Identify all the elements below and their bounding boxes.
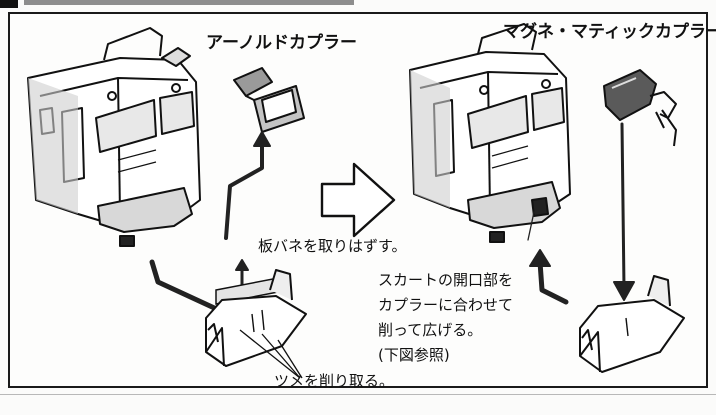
right-skirt-part (579, 275, 685, 373)
remove-leaf-spring-label: 板バネを取りはずす。 (258, 237, 407, 255)
magne-matic-coupler-label: マグネ・マティックカプラー (503, 22, 716, 42)
arnold-coupler-label: アーノルドカプラー (206, 33, 357, 53)
heading-strip (24, 0, 354, 5)
right-loco-shading (410, 70, 450, 208)
left-loco-shading (28, 78, 78, 214)
magne-matic-coupler-part (603, 69, 677, 147)
skirt-note-line-3: 削って広げる。 (378, 321, 483, 339)
skirt-note-line-2: カプラーに合わせて (378, 296, 514, 314)
bottom-rule (0, 394, 716, 395)
transition-arrow (320, 162, 396, 238)
arnold-coupler-part (233, 67, 305, 133)
skirt-note-label: スカートの開口部を カプラーに合わせて 削って広げる。 (下図参照) (378, 268, 513, 368)
skirt-note-line-4: (下図参照) (378, 346, 450, 364)
skirt-note-line-1: スカートの開口部を (378, 271, 514, 289)
claw-pointer-lines (239, 329, 303, 379)
right-arrows (527, 122, 635, 305)
shave-claws-label: ツメを削り取る。 (274, 372, 395, 390)
heading-marker (0, 0, 18, 8)
left-skirt-part (205, 269, 307, 367)
